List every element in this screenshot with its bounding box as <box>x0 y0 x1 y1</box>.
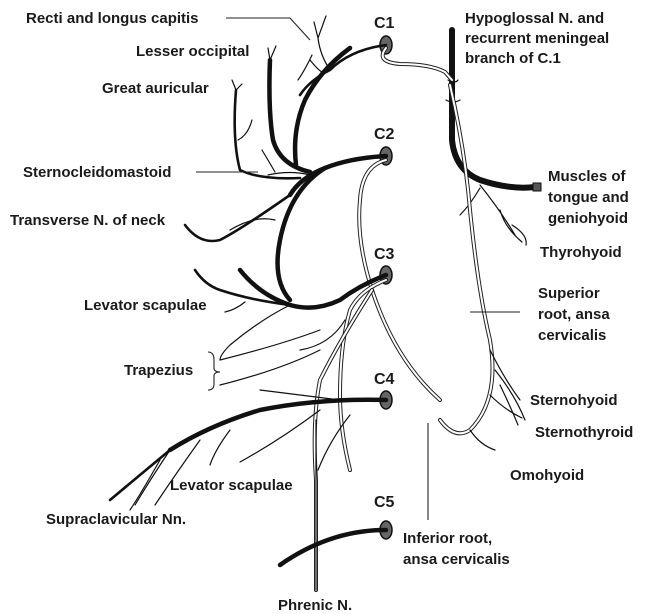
label-inferior-line1: Inferior root, <box>403 530 492 547</box>
label-superior-line1: Superior <box>538 285 600 302</box>
c5-branches <box>280 530 386 565</box>
label-supraclavicular: Supraclavicular Nn. <box>46 511 186 528</box>
label-muscles-line3: geniohyoid <box>548 210 628 227</box>
c2-branches <box>262 150 440 400</box>
label-sternohyoid: Sternohyoid <box>530 392 618 409</box>
root-stumps <box>380 36 392 539</box>
label-c4: C4 <box>374 371 395 388</box>
c1-c2-loop <box>295 48 350 165</box>
root-labels: C1 C2 C3 C4 C5 <box>374 15 395 511</box>
label-hypoglossal-line1: Hypoglossal N. and <box>465 10 604 27</box>
label-trapezius: Trapezius <box>124 362 193 379</box>
label-phrenic: Phrenic N. <box>278 597 352 614</box>
c3-branches <box>195 270 386 590</box>
transverse-neck-nerve <box>185 195 290 241</box>
trapezius-branches <box>220 330 340 400</box>
label-sternothyroid: Sternothyroid <box>535 424 633 441</box>
leader-lines <box>196 18 520 520</box>
label-muscles-line1: Muscles of <box>548 168 627 185</box>
label-c5: C5 <box>374 494 395 511</box>
label-thyrohyoid: Thyrohyoid <box>540 244 622 261</box>
label-recti-longus-capitis: Recti and longus capitis <box>26 10 199 27</box>
right-labels: Hypoglossal N. and recurrent meningeal b… <box>403 10 633 568</box>
label-hypoglossal-line2: recurrent meningeal <box>465 30 609 47</box>
label-c2: C2 <box>374 126 395 143</box>
label-sternocleidomastoid: Sternocleidomastoid <box>23 164 171 181</box>
label-omohyoid: Omohyoid <box>510 467 584 484</box>
label-levator-scapulae-upper: Levator scapulae <box>84 297 207 314</box>
label-great-auricular: Great auricular <box>102 80 209 97</box>
left-labels: Recti and longus capitis Lesser occipita… <box>10 10 352 614</box>
label-levator-scapulae-lower: Levator scapulae <box>170 477 293 494</box>
label-superior-line2: root, ansa <box>538 306 610 323</box>
label-lesser-occipital: Lesser occipital <box>136 43 249 60</box>
label-c1: C1 <box>374 15 395 32</box>
label-c3: C3 <box>374 246 395 263</box>
label-muscles-line2: tongue and <box>548 189 629 206</box>
label-transverse-neck: Transverse N. of neck <box>10 212 166 229</box>
label-superior-line3: cervicalis <box>538 327 606 344</box>
label-hypoglossal-line3: branch of C.1 <box>465 50 561 67</box>
label-inferior-line2: ansa cervicalis <box>403 551 510 568</box>
